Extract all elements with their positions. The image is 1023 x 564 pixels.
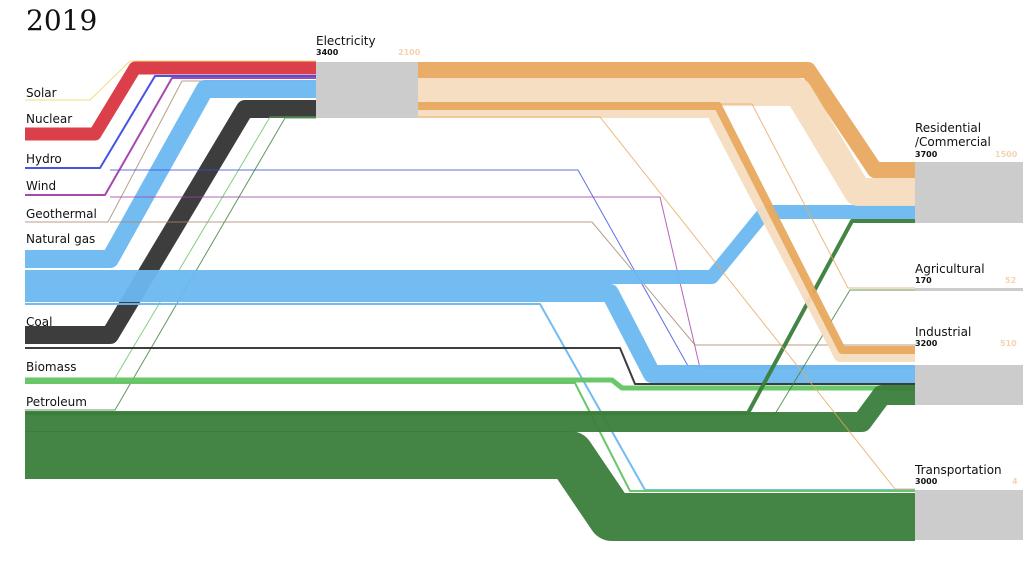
flow-electricity-to-industrial [418, 102, 915, 354]
node-loss-industrial: 510 [1000, 339, 1017, 348]
node-agricultural [915, 288, 1023, 291]
flow-natural-gas-to-industrial [25, 284, 915, 383]
flow-natural-gas-to-residential [25, 205, 915, 284]
flow-electricity-to-residential [418, 78, 915, 206]
source-label-biomass: Biomass [26, 360, 77, 374]
node-label-industrial: Industrial [915, 325, 972, 339]
node-value-transportation: 3000 [915, 477, 938, 486]
node-label-transportation: Transportation [915, 463, 1002, 477]
node-loss-residential: 1500 [995, 150, 1018, 159]
flow-coal-to-industrial [25, 347, 915, 385]
node-label-residential: Residential /Commercial [915, 121, 991, 149]
flow-hydro-to-electricity [25, 75, 316, 169]
flow-petroleum-to-industrial [25, 385, 915, 432]
node-industrial [915, 365, 1023, 405]
source-label-petroleum: Petroleum [26, 395, 87, 409]
node-label-agricultural: Agricultural [915, 262, 985, 276]
node-loss-agricultural: 52 [1005, 276, 1017, 285]
flow-solar-to-electricity [25, 60, 316, 101]
source-label-solar: Solar [26, 86, 57, 100]
flow-petroleum-to-electricity [25, 117, 316, 411]
source-label-geothermal: Geothermal [26, 207, 97, 221]
source-label-coal: Coal [26, 315, 53, 329]
node-residential [915, 162, 1023, 223]
flow-nuclear-to-electricity [25, 61, 316, 141]
flow-petroleum-to-transportation [25, 431, 915, 541]
source-label-nuclear: Nuclear [26, 112, 73, 126]
node-label-electricity: Electricity [316, 34, 376, 48]
flow-electricity-to-transportation [418, 116, 915, 490]
node-loss-transportation: 4 [1012, 477, 1018, 486]
flow-electricity-to-industrial [418, 106, 915, 362]
source-label-hydro: Hydro [26, 152, 62, 166]
node-value-electricity: 3400 [316, 48, 339, 57]
node-transportation [915, 490, 1023, 540]
flow-biomass-to-transportation [25, 382, 915, 492]
flow-electricity-to-residential [418, 62, 915, 178]
node-value-agricultural: 170 [915, 276, 932, 285]
source-label-natural-gas: Natural gas [26, 232, 96, 246]
node-value-residential: 3700 [915, 150, 938, 159]
node-value-industrial: 3200 [915, 339, 938, 348]
chart-title: 2019 [26, 4, 98, 37]
flow-natural-gas-to-electricity [25, 80, 316, 268]
node-electricity [316, 62, 418, 118]
flow-wind-to-electricity [25, 77, 316, 196]
source-label-wind: Wind [26, 179, 57, 193]
flow-biomass-to-industrial [25, 377, 915, 391]
node-loss-electricity: 2100 [398, 48, 421, 57]
